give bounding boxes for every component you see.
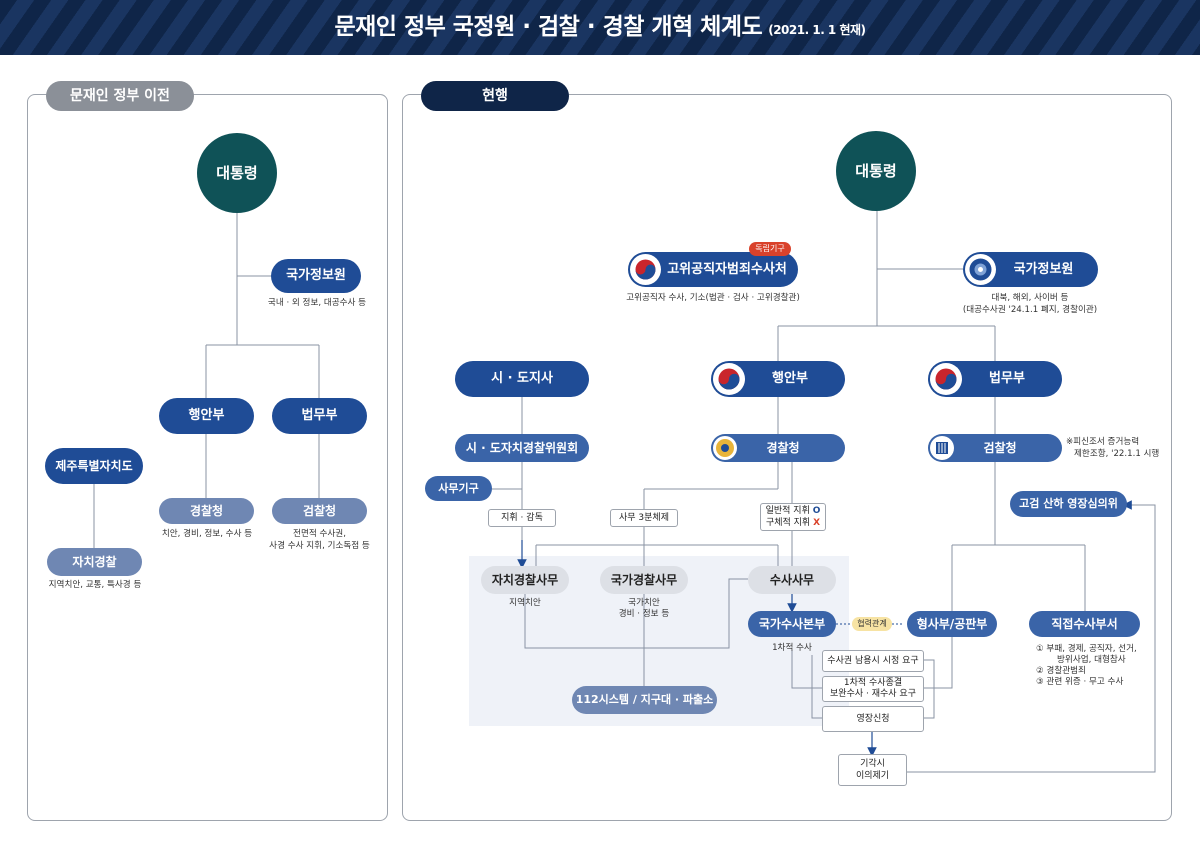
current-president-node: 대통령 xyxy=(836,131,916,211)
before-jeju-node: 제주특별자치도 xyxy=(45,448,143,484)
before-autonomous-police-desc: 지역치안, 교통, 특사경 등 xyxy=(48,580,142,590)
auto-police-affairs-node: 자치경찰사무 xyxy=(481,566,569,594)
direct-dept-desc-4: ③ 관련 위증 · 무고 수사 xyxy=(1036,677,1124,687)
committee-node: 시 · 도자치경찰위원회 xyxy=(455,434,589,462)
current-nis-label: 국가정보원 xyxy=(1013,262,1074,277)
current-nis-desc-1: 대북, 해외, 사이버 등 xyxy=(991,293,1069,303)
direct-dept-desc-1: ① 부패, 경제, 공직자, 선거, xyxy=(1036,644,1137,654)
nat-police-affairs-desc-1: 국가치안 xyxy=(628,598,660,608)
direct-dept-desc-2: 방위사업, 대형참사 xyxy=(1057,655,1126,665)
command-specific-row: 구체적 지휘 X xyxy=(761,517,825,529)
before-autonomous-police-node: 자치경찰 xyxy=(47,548,142,576)
current-moi-label: 행안부 xyxy=(772,371,808,386)
nib-desc: 1차적 수사 xyxy=(772,643,812,653)
dismissal-objection-line-2: 이의제기 xyxy=(855,771,890,781)
before-prosecution-desc-1: 전면적 수사권, xyxy=(293,529,346,539)
command-general-text: 일반적 지휘 xyxy=(765,506,810,516)
direct-dept-desc-3: ② 경찰관범죄 xyxy=(1036,666,1086,676)
current-prosecution-label: 검찰청 xyxy=(983,441,1017,455)
three-way-label: 사무 3분체제 xyxy=(610,509,678,527)
current-moj-label: 법무부 xyxy=(989,371,1025,386)
abuse-correction-box: 수사권 남용시 시정 요구 xyxy=(822,650,924,672)
investigation-affairs-node: 수사사무 xyxy=(748,566,836,594)
secretariat-node: 사무기구 xyxy=(425,476,492,501)
before-nis-node: 국가정보원 xyxy=(271,259,361,293)
warrant-request-box: 영장신청 xyxy=(822,706,924,732)
criminal-dept-node: 형사부/공판부 xyxy=(907,611,997,637)
moi-taegeuk-icon xyxy=(713,363,745,395)
command-specific-text: 구체적 지휘 xyxy=(765,518,811,528)
prosecution-emblem-icon xyxy=(930,436,954,460)
page-title: 문재인 정부 국정원 · 검찰 · 경찰 개혁 체계도 (2021. 1. 1 현… xyxy=(0,0,1200,55)
before-prosecution-desc-2: 사경 수사 지휘, 기소독점 등 xyxy=(269,541,370,551)
title-banner xyxy=(0,0,1200,55)
current-police-label: 경찰청 xyxy=(766,441,800,455)
dismissal-objection-box: 기각시 이의제기 xyxy=(838,754,907,786)
high-court-committee-node: 고검 산하 영장심의위 xyxy=(1010,491,1127,517)
current-nis-desc-2: (대공수사권 '24.1.1 폐지, 경찰이관) xyxy=(962,305,1098,315)
before-nis-desc: 국내 · 외 정보, 대공수사 등 xyxy=(267,298,367,308)
direct-dept-node: 직접수사부서 xyxy=(1029,611,1140,637)
cio-label: 고위공직자범죄수사처 xyxy=(667,262,787,277)
command-general-row: 일반적 지휘 O xyxy=(761,505,825,517)
command-label-box: 일반적 지휘 O 구체적 지휘 X xyxy=(760,503,826,531)
primary-closure-line-2: 보완수사 · 재수사 요구 xyxy=(830,689,916,699)
nis-emblem-icon xyxy=(965,254,996,285)
auto-police-affairs-desc: 지역치안 xyxy=(509,598,541,608)
taegeuk-emblem-icon xyxy=(630,254,661,285)
system-112-node: 112시스템 / 지구대 · 파출소 xyxy=(572,686,717,714)
before-moj-node: 법무부 xyxy=(272,398,367,434)
cio-independent-badge: 독립기구 xyxy=(749,242,791,256)
command-general-mark: O xyxy=(812,506,821,516)
tab-current[interactable]: 현행 xyxy=(421,81,569,111)
before-president-node: 대통령 xyxy=(197,133,277,213)
primary-closure-line-1: 1차적 수사종결 xyxy=(843,678,903,688)
supervision-label: 지휘 · 감독 xyxy=(488,509,556,527)
page-date: (2021. 1. 1 현재) xyxy=(768,23,866,37)
page-title-text: 문재인 정부 국정원 · 검찰 · 경찰 개혁 체계도 xyxy=(334,14,763,40)
before-police-node: 경찰청 xyxy=(159,498,254,524)
before-prosecution-node: 검찰청 xyxy=(272,498,367,524)
tab-before[interactable]: 문재인 정부 이전 xyxy=(46,81,194,111)
before-panel xyxy=(27,94,388,821)
police-emblem-icon xyxy=(713,436,737,460)
before-moi-node: 행안부 xyxy=(159,398,254,434)
prosecution-note-2: 제한조항, '22.1.1 시행 xyxy=(1074,449,1160,459)
city-governor-node: 시 · 도지사 xyxy=(455,361,589,397)
before-police-desc: 치안, 경비, 정보, 수사 등 xyxy=(161,529,253,539)
nib-node: 국가수사본부 xyxy=(748,611,836,637)
cooperation-badge: 협력관계 xyxy=(852,617,892,631)
nat-police-affairs-desc-2: 경비 · 정보 등 xyxy=(618,609,670,619)
primary-closure-box: 1차적 수사종결 보완수사 · 재수사 요구 xyxy=(822,676,924,702)
moj-taegeuk-icon xyxy=(930,363,962,395)
nat-police-affairs-node: 국가경찰사무 xyxy=(600,566,688,594)
prosecution-note-1: ※피신조서 증거능력 xyxy=(1066,437,1140,447)
command-specific-mark: X xyxy=(813,518,821,528)
cio-desc: 고위공직자 수사, 기소(법관 · 검사 · 고위경찰관) xyxy=(626,293,800,303)
dismissal-objection-line-1: 기각시 xyxy=(860,759,885,769)
